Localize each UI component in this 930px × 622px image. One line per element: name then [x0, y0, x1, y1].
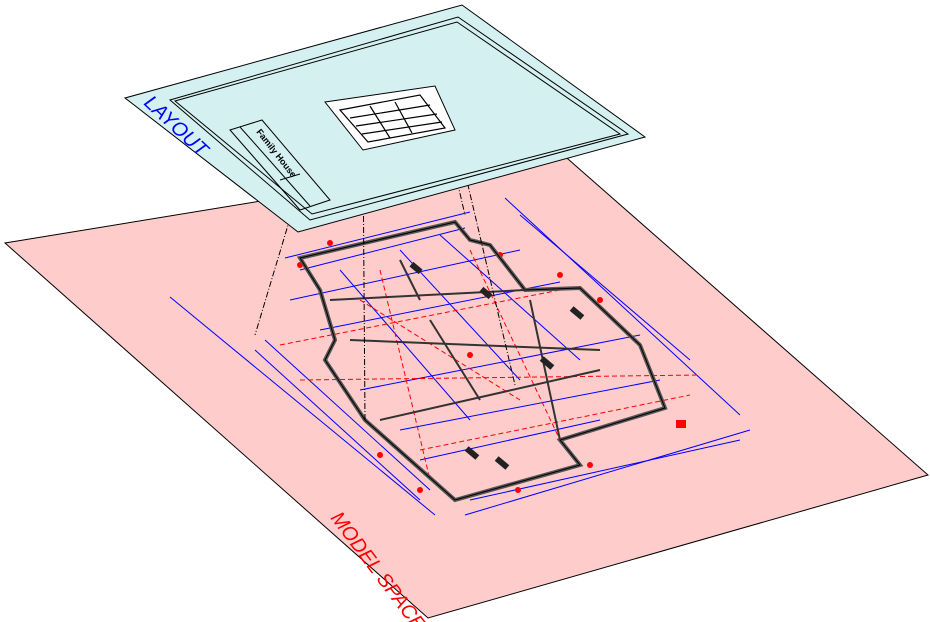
annotation-lines — [279, 249, 701, 481]
room-labels — [409, 261, 585, 470]
floor-plan — [169, 197, 751, 516]
viewport-frame — [324, 85, 456, 151]
model-space-plane — [3, 151, 930, 619]
interior-walls — [329, 259, 601, 441]
layout-border — [168, 16, 630, 221]
viewport-floor-plan — [338, 94, 447, 143]
